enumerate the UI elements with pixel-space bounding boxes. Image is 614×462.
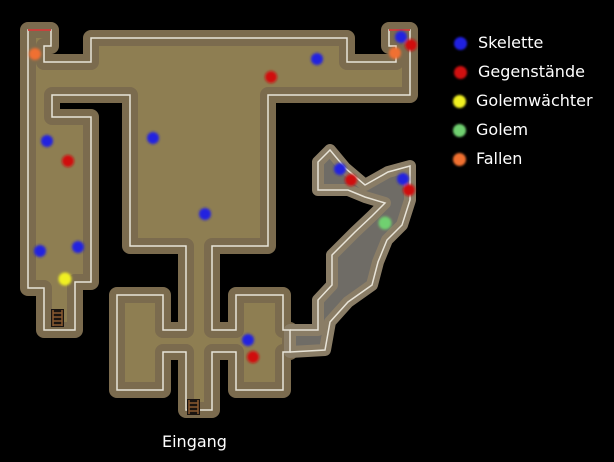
skeleton-marker[interactable] (311, 53, 323, 65)
legend-label: Golemwächter (476, 91, 593, 110)
trap-marker[interactable] (29, 48, 41, 60)
green-dot-icon (453, 124, 466, 137)
item-marker[interactable] (345, 174, 357, 186)
legend-label: Skelette (478, 33, 544, 52)
yellow-dot-icon (453, 95, 466, 108)
skeleton-marker[interactable] (334, 163, 346, 175)
entrance-label: Eingang (162, 432, 227, 451)
skeleton-marker[interactable] (34, 245, 46, 257)
skeleton-marker[interactable] (41, 135, 53, 147)
item-marker[interactable] (247, 351, 259, 363)
trap-marker[interactable] (389, 47, 401, 59)
golem-guard-marker[interactable] (58, 272, 72, 286)
ladder-icon[interactable] (51, 309, 64, 327)
ladder-icon[interactable] (187, 399, 200, 415)
item-marker[interactable] (403, 184, 415, 196)
orange-dot-icon (453, 153, 466, 166)
item-marker[interactable] (62, 155, 74, 167)
red-dot-icon (454, 66, 467, 79)
skeleton-marker[interactable] (72, 241, 84, 253)
golem-marker[interactable] (378, 216, 392, 230)
blue-dot-icon (454, 37, 467, 50)
skeleton-marker[interactable] (242, 334, 254, 346)
skeleton-marker[interactable] (395, 31, 407, 43)
skeleton-marker[interactable] (199, 208, 211, 220)
legend-label: Gegenstände (478, 62, 585, 81)
item-marker[interactable] (265, 71, 277, 83)
legend-label: Golem (476, 120, 529, 139)
skeleton-marker[interactable] (397, 173, 409, 185)
legend-label: Fallen (476, 149, 523, 168)
skeleton-marker[interactable] (147, 132, 159, 144)
map-floor (20, 22, 418, 418)
item-marker[interactable] (405, 39, 417, 51)
